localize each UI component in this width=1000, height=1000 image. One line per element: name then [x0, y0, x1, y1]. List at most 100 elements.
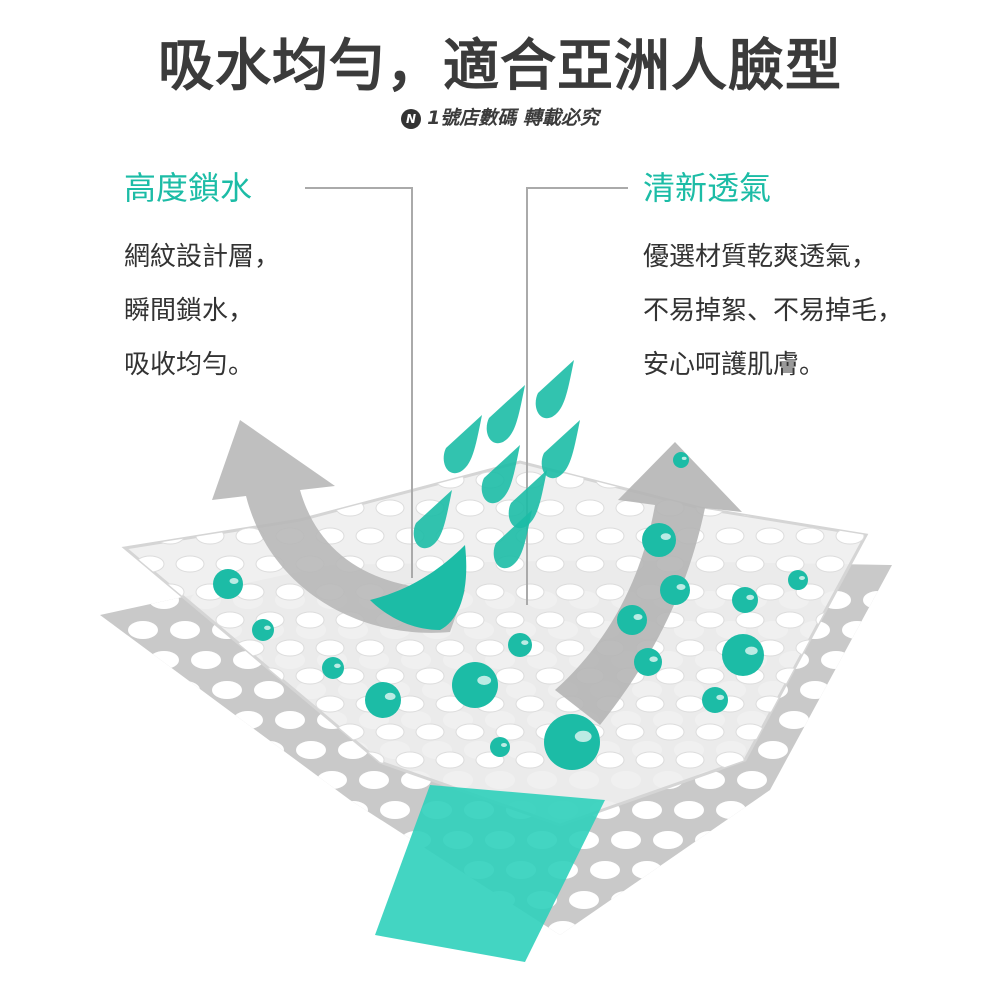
perforation-hole: [170, 801, 200, 819]
mesh-hole: [495, 723, 525, 741]
perforation-hole: [107, 771, 137, 789]
mesh-hole: [695, 723, 725, 741]
perforation-hole: [128, 921, 158, 935]
mesh-hole: [495, 667, 525, 685]
perforation-hole: [758, 861, 788, 879]
perforation-hole: [275, 771, 305, 789]
mesh-hole: [896, 668, 924, 684]
perforation-hole: [254, 921, 284, 935]
perforation-hole: [653, 831, 683, 849]
mesh-hole: [195, 751, 225, 769]
perforation-hole: [674, 801, 704, 819]
mesh-hole: [835, 751, 865, 769]
perforation-hole: [800, 681, 830, 699]
mesh-hole: [595, 583, 625, 601]
mesh-hole: [435, 751, 465, 769]
mesh-hole: [395, 751, 425, 769]
perforation-hole: [380, 801, 410, 819]
perforation-hole: [926, 801, 956, 819]
perforation-hole: [128, 801, 158, 819]
perforation-hole: [275, 891, 305, 909]
bubble-highlight: [501, 743, 507, 747]
mesh-hole: [535, 667, 565, 685]
mesh-hole: [855, 723, 866, 741]
mesh-hole: [355, 639, 385, 657]
perforation-hole: [632, 861, 662, 879]
perforation-hole: [233, 711, 263, 729]
perforation-hole: [800, 861, 830, 879]
mesh-hole: [615, 723, 645, 741]
perforation-hole: [947, 651, 977, 669]
perforation-hole: [149, 891, 179, 909]
perforation-hole: [170, 681, 200, 699]
mesh-hole: [455, 723, 485, 741]
mesh-hole: [125, 527, 145, 545]
mesh-hole: [876, 528, 904, 544]
mesh-hole: [755, 527, 785, 545]
perforation-hole: [65, 711, 95, 729]
bubble-highlight: [477, 675, 492, 686]
mesh-hole: [735, 555, 765, 573]
perforation-hole: [632, 801, 662, 819]
perforation-hole: [191, 831, 221, 849]
perforation-hole: [212, 801, 242, 819]
mesh-hole: [595, 527, 625, 545]
perforation-hole: [212, 921, 242, 935]
mesh-hole: [155, 695, 185, 713]
bubble-highlight: [384, 692, 396, 701]
bubble-highlight: [264, 625, 271, 630]
perforation-hole: [716, 861, 746, 879]
perforation-hole: [296, 741, 326, 759]
left-connector-line: [305, 187, 413, 578]
perforation-hole: [590, 921, 620, 935]
perforation-hole: [905, 591, 935, 609]
mesh-hole: [375, 667, 405, 685]
mesh-hole: [375, 499, 405, 517]
breathe-arrow-icon: [555, 442, 742, 725]
perforation-hole: [905, 651, 935, 669]
mesh-hole: [876, 752, 904, 768]
perforation-hole: [359, 891, 389, 909]
perforation-hole: [905, 831, 935, 849]
perforation-hole: [842, 741, 872, 759]
perforation-hole: [338, 801, 368, 819]
mesh-hole: [155, 471, 185, 489]
moisture-bubble-icon: [732, 587, 758, 613]
water-drop-icon: [413, 490, 452, 549]
perforation-hole: [212, 861, 242, 879]
perforation-hole: [716, 921, 746, 935]
perforation-hole: [968, 621, 998, 639]
mesh-hole: [635, 751, 665, 769]
perforation-hole: [548, 921, 578, 935]
perforation-hole: [863, 591, 892, 609]
perforation-hole: [779, 711, 809, 729]
mesh-hole: [135, 499, 165, 517]
perforation-hole: [884, 681, 892, 699]
mesh-hole: [896, 724, 924, 740]
mesh-hole: [125, 695, 145, 713]
feature-breathable: 清新透氣 優選材質乾爽透氣， 不易掉絮、不易掉毛， 安心呵護肌膚。: [643, 166, 993, 392]
perforation-hole: [191, 711, 221, 729]
bubble-highlight: [334, 663, 341, 668]
moisture-bubble-icon: [642, 523, 676, 557]
mesh-hole: [395, 471, 425, 489]
moisture-bubble-icon: [452, 662, 498, 708]
perforation-hole: [947, 831, 977, 849]
perforation-hole: [359, 771, 389, 789]
perforation-hole: [65, 651, 95, 669]
bubble-highlight: [716, 694, 725, 701]
perforation-hole: [695, 891, 725, 909]
mesh-hole: [355, 527, 385, 545]
mesh-hole: [896, 556, 924, 572]
moisture-bubble-icon: [634, 648, 662, 676]
perforation-hole: [968, 741, 998, 759]
moisture-bubble-icon: [617, 605, 647, 635]
mesh-hole: [125, 583, 145, 601]
bubble-highlight: [676, 584, 686, 590]
perforation-hole: [905, 771, 935, 789]
perforation-hole: [737, 771, 767, 789]
moisture-bubble-icon: [252, 619, 274, 641]
perforation-hole: [65, 891, 95, 909]
perforation-hole: [821, 891, 851, 909]
